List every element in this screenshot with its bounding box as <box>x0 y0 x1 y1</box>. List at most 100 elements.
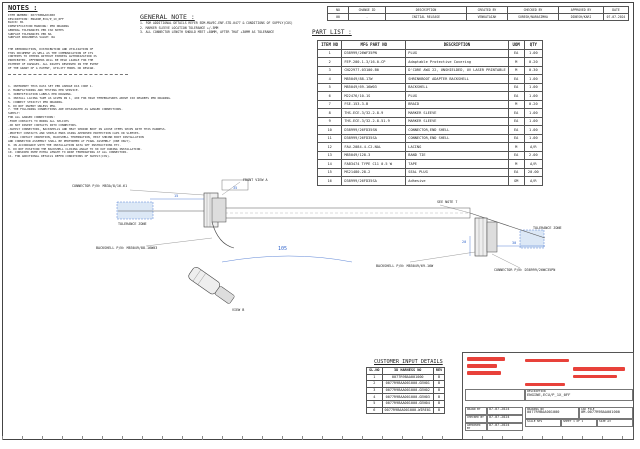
ruler-tick <box>502 436 503 440</box>
label-backshell-right: BACKSHELL P/N: M85049/69-16W <box>376 264 434 268</box>
customer-input-cell: B <box>432 393 446 401</box>
ruler-tick <box>222 436 223 440</box>
general-note-title: GENERAL NOTE : <box>140 13 195 21</box>
redaction-mark <box>573 375 617 378</box>
label-tolerance-right: TOLERANCE ZONE <box>533 226 562 230</box>
ruler-tick <box>62 436 63 440</box>
notes-repro-line: THE REPRODUCTION, DISTRIBUTION AND UTILI… <box>8 47 94 51</box>
front-view-box <box>221 179 249 191</box>
note-line: 3. IDENTIFICATION LABELS PER DRAWING. <box>8 91 73 96</box>
redaction-mark <box>573 367 625 371</box>
ruler-tick <box>382 436 383 440</box>
notes-header-line: IDENTIFICATION MARKING: PER DRAWING <box>8 24 69 29</box>
general-note-line: 3. ALL CONNECTOR LENGTH SHOULD MEET +80M… <box>140 30 275 35</box>
note-line: 2. MANUFACTURING AND TESTING PER SERVICE… <box>8 87 80 92</box>
note-line: FOR ALL GANGED CONNECTIONS: <box>8 115 55 120</box>
notes-repro-line: PAYMENT OF DAMAGES. ALL RIGHTS RESERVED … <box>8 61 99 66</box>
ruler-tick <box>342 436 343 440</box>
general-note-body: 1. FOR ADDITIONAL DETAILS REFER EDM-MAVE… <box>140 21 293 35</box>
tolerance-zone-left <box>116 201 154 220</box>
leader-connector-left <box>129 189 205 196</box>
note-line: SUPPLY: <box>8 111 21 116</box>
ruler-tick <box>522 436 523 440</box>
note-line: -SUPPLY CONNECTORS, BACKSHELLS AND HEAT … <box>8 126 167 131</box>
notes-numbered: 1. INTERPRET THIS DATA SET PER ASHRAE D1… <box>8 84 172 159</box>
dim-text-15: 15 <box>174 194 179 198</box>
tb-approved-label: APPROVED BY <box>465 423 487 431</box>
redaction-mark <box>525 383 565 386</box>
leader-connector-right <box>491 253 521 269</box>
ruler-tick <box>362 436 363 440</box>
note-line: 5. CONNECT STRICTLY PER DRAWING. <box>8 99 64 104</box>
notes-header-line: SURFACE TOLERANCES PER NA <box>8 31 52 36</box>
ruler-tick <box>582 436 583 440</box>
customer-input-cell: 0077R9BAA001000-WIRE01 <box>381 406 434 415</box>
notes-header: ITEM NUMBER: 0077X8BAA01000 DESCRIPTION:… <box>8 13 69 40</box>
dim-text-30: 30 <box>512 241 517 245</box>
leader-front-view <box>221 181 241 196</box>
tb-checked-label: CHECKED BY <box>465 415 487 423</box>
note-line: -FINAL CONTACT INSERTION, BACKSHELL TERM… <box>8 134 144 139</box>
leader-backshell-right <box>409 251 476 263</box>
label-view-b: VIEW B <box>232 308 245 312</box>
tb-scale: SCALE NTS <box>525 419 561 427</box>
note-line: 9. DO NOT POSITION THE BACKSHELL CLOSING… <box>8 146 143 151</box>
ruler-tick <box>302 436 303 440</box>
notes-repro-line: OF THE GRANT OF A PATENT, UTILITY MODEL … <box>8 65 96 70</box>
customer-input-cell: 0077R9BAA001000 <box>381 373 434 382</box>
harness-wire-right <box>469 212 546 239</box>
title-block: DESCRIPTION ENGINE,ECU/P_1X_0FF DRAWN BY… <box>462 352 634 440</box>
part-list-title: PART LIST : <box>312 29 352 36</box>
ruler-tick <box>282 436 283 440</box>
notes-repro-line: CONTENTS TO OTHERS WITHOUT EXPRESS AUTHO… <box>8 54 97 59</box>
ruler-tick <box>322 436 323 440</box>
customer-input-header-row: SL.NO 3D HARNESS NO REV <box>366 367 446 375</box>
tb-checked-date: 07-07-2024 <box>487 415 523 423</box>
view-b-nose <box>215 286 235 304</box>
tb-drawn-label: DRAWN BY <box>465 407 487 415</box>
notes-reproduction: THE REPRODUCTION, DISTRIBUTION AND UTILI… <box>8 47 99 70</box>
note-line: -PROTECT CONTACTS AND SHIELD ENDS USING … <box>8 130 141 135</box>
dim-arc-105 <box>221 255 353 263</box>
revision-row: 00 - INITIAL RELEASE VENKATAIAH SURESH/N… <box>327 13 629 21</box>
customer-input-cell: B <box>432 386 446 395</box>
connector-right <box>474 217 488 257</box>
note-line: 6. DO NOT INVERT UNLESS PMA. <box>8 103 57 108</box>
note-line: 11. FOR ADDITIONAL DETAILS REFER CONDITI… <box>8 154 111 159</box>
note-line: 7. THE FOLLOWING CONNECTIONS ARE DESIGNA… <box>8 107 123 112</box>
backshell-left <box>211 197 227 223</box>
ruler-tick <box>602 436 603 440</box>
customer-input-cell: 4 <box>366 393 383 401</box>
revision-cell: 07-07-2024 <box>603 13 629 21</box>
dim-text-20: 20 <box>462 240 467 244</box>
ruler-tick <box>422 436 423 440</box>
notes-repro-line: PROHIBITED. OFFENDERS WILL BE HELD LIABL… <box>8 58 94 63</box>
customer-input-cell: B <box>432 380 446 388</box>
note-line: 4. INSTALL LACING TAPE AS GIVEN IN 1, 4X… <box>8 95 172 100</box>
ruler-tick <box>102 436 103 440</box>
tb-cad-no: 0M-0077R9BAA001000 <box>581 410 620 415</box>
ruler-tick <box>162 436 163 440</box>
leader-see-note <box>439 204 471 214</box>
part-list-cell: 16 <box>316 176 343 186</box>
customer-input-header-cell: REV <box>432 367 446 375</box>
notes-title: NOTES : <box>8 4 38 12</box>
tb-approved-date: 07-07-2024 <box>487 423 523 431</box>
view-b-rib <box>192 269 202 282</box>
ruler-tick <box>202 436 203 440</box>
drawing-frame <box>2 2 634 440</box>
ruler-tick <box>542 436 543 440</box>
notes-header-line: SURFACE ROUGHNESS VALUE: NA <box>8 35 55 40</box>
part-list-cell: A/R <box>523 176 544 186</box>
ruler-tick <box>42 436 43 440</box>
notes-header-line: BLOCK: B1 <box>8 20 24 25</box>
note-line: -FORM CONTACTS TO BRING ALL SPLICES <box>8 119 69 124</box>
revision-table: NO CHANGE ID DESCRIPTION CREATED BY CHEC… <box>327 6 629 21</box>
